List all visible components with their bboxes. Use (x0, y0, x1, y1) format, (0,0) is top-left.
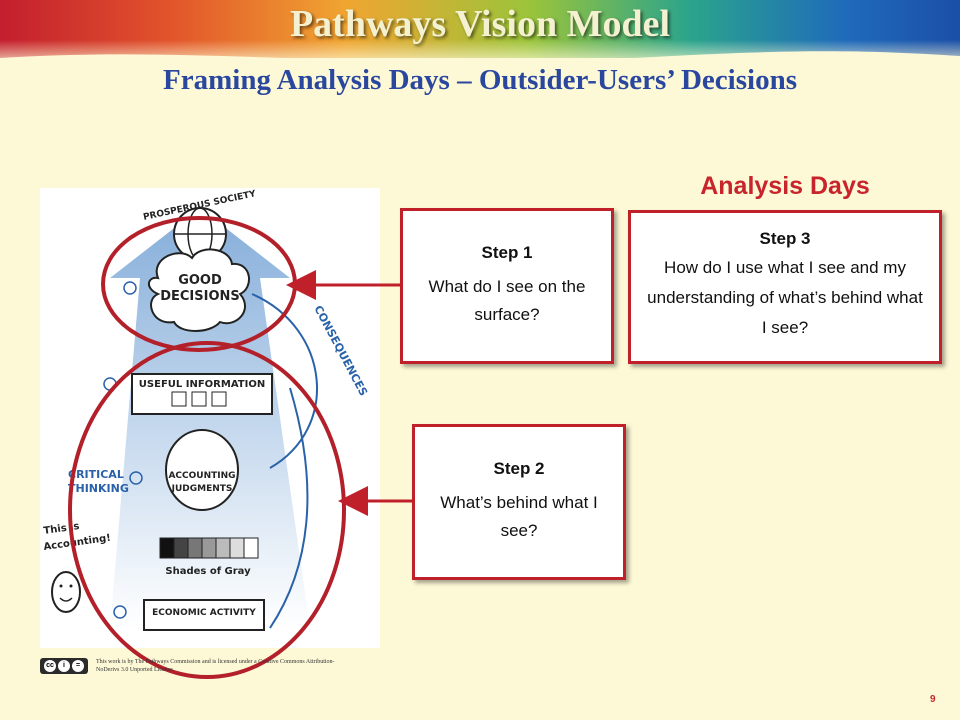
page-number: 9 (930, 694, 936, 705)
person-icon (51, 571, 81, 613)
consequences-label: CONSEQUENCES (311, 303, 370, 398)
rainbow-banner (0, 0, 960, 120)
step2-label: Step 2 (493, 459, 545, 478)
step3-text: How do I use what I see and my understan… (647, 258, 923, 337)
step2-box: Step 2 What’s behind what I see? (412, 424, 626, 580)
economic-activity-label: ECONOMIC ACTIVITY (152, 608, 256, 618)
pathways-vision-illustration: PROSPEROUS SOCIETY GOOD DECISIONS CONSEQ… (40, 188, 380, 648)
slide-title: Pathways Vision Model (289, 3, 671, 45)
shades-of-gray-label: Shades of Gray (165, 566, 251, 577)
step1-text: What do I see on the surface? (428, 277, 586, 324)
this-is-label: This is (43, 521, 80, 537)
analysis-days-heading: Analysis Days (700, 172, 870, 200)
judgments-label: JUDGMENTS (171, 484, 233, 494)
step1-label: Step 1 (481, 243, 533, 262)
slide-subtitle: Framing Analysis Days – Outsider-Users’ … (163, 64, 797, 96)
accounting-judgments-bubble (165, 429, 239, 511)
step3-label: Step 3 (759, 229, 811, 248)
thinking-label: THINKING (68, 482, 129, 495)
step3-box: Step 3 How do I use what I see and my un… (628, 210, 942, 364)
useful-information-label: USEFUL INFORMATION (139, 379, 265, 390)
step2-text: What’s behind what I see? (440, 493, 598, 540)
critical-label: CRITICAL (68, 468, 124, 481)
decisions-label: DECISIONS (160, 289, 240, 304)
step1-box: Step 1 What do I see on the surface? (400, 208, 614, 364)
license-text: This work is by The Pathways Commission … (96, 659, 335, 673)
accounting-label: ACCOUNTING (168, 471, 235, 481)
shades-of-gray-bar (159, 537, 259, 559)
good-label: GOOD (178, 273, 222, 288)
